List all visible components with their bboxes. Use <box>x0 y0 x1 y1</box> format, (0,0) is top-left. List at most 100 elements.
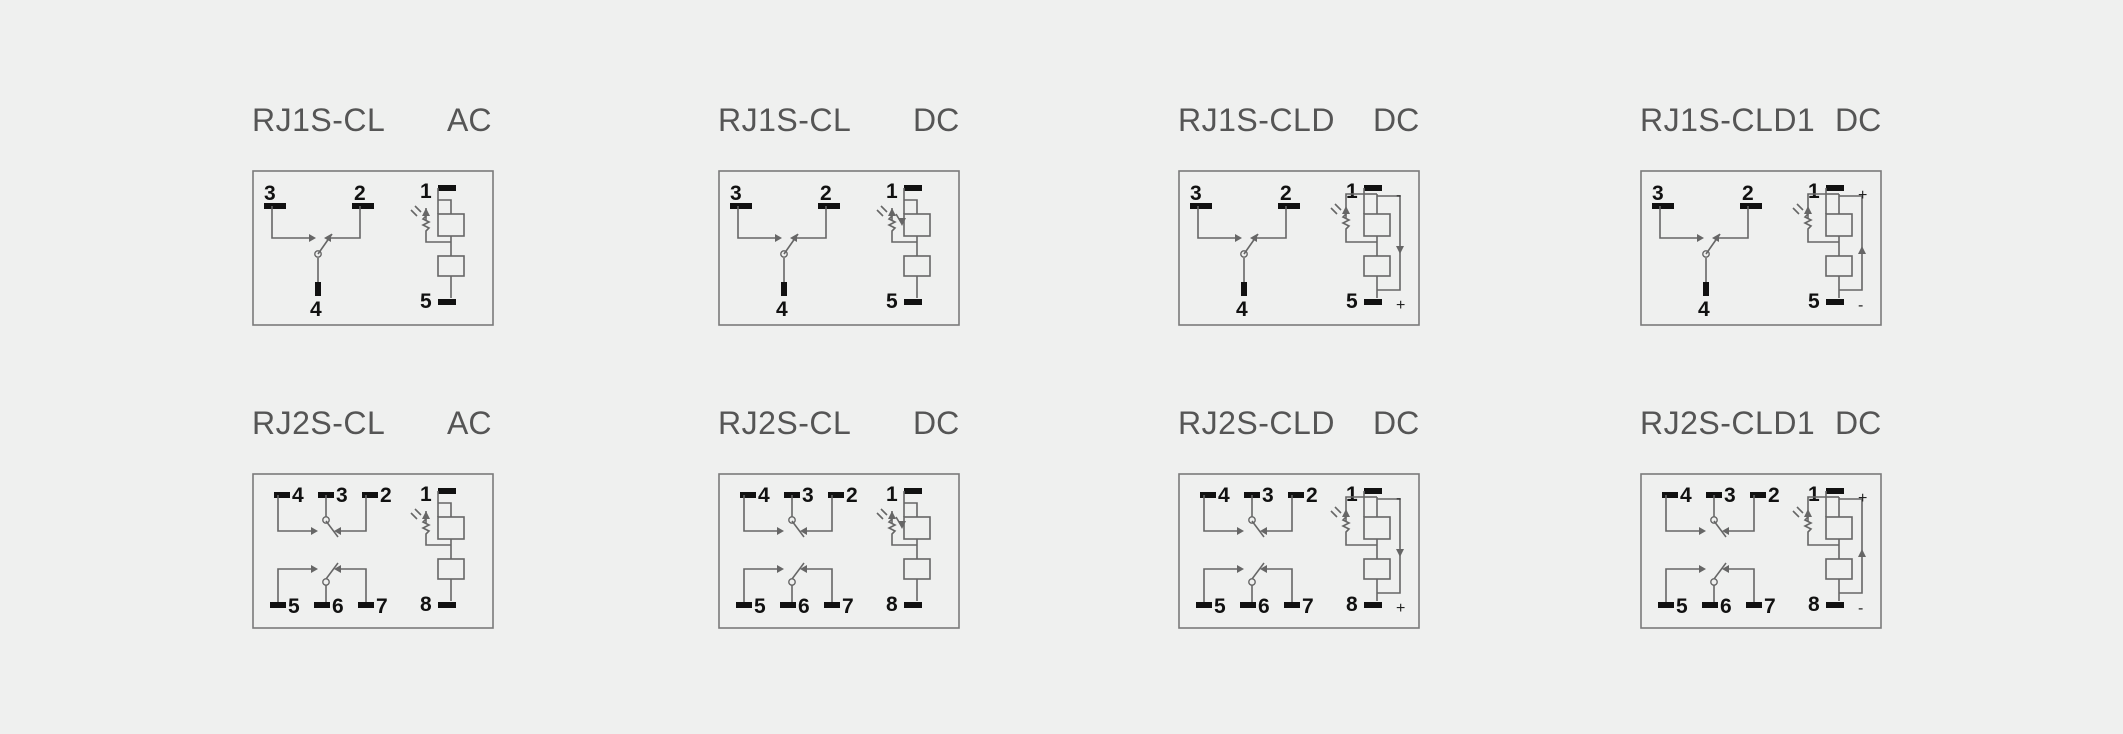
box-border <box>718 170 960 326</box>
box-border <box>718 473 960 629</box>
wire <box>1203 495 1240 532</box>
coil-pin-terminal <box>1826 488 1844 494</box>
coil-pin-label: 8 <box>1808 593 1820 616</box>
contact-arrow <box>1712 234 1719 242</box>
contact-pin-label: 4 <box>1236 298 1248 321</box>
coil-symbol <box>903 516 931 540</box>
coil-pin-terminal <box>1826 185 1844 191</box>
led-ray <box>1792 207 1800 215</box>
contact-pin-label: 4 <box>1698 298 1710 321</box>
contact-arrow <box>777 527 784 535</box>
model-label: RJ2S-CLD1 <box>1640 405 1816 441</box>
contact-pin-terminal <box>315 282 321 296</box>
wire <box>1807 234 1839 243</box>
contact-arrow <box>1260 565 1267 573</box>
contact-pin-label: 2 <box>846 484 858 507</box>
led-ray <box>1796 203 1804 211</box>
contact-arrow <box>777 565 784 573</box>
wire <box>438 199 452 214</box>
contact-arrow <box>311 565 318 573</box>
contact-arrow <box>1699 527 1706 535</box>
pivot-symbol <box>314 250 322 258</box>
led-arrow <box>422 208 430 216</box>
wire <box>1197 206 1238 239</box>
pivot-symbol <box>1702 250 1710 258</box>
led-ray <box>414 508 422 516</box>
diode-arrow <box>1396 549 1404 557</box>
contact-pin-label: 4 <box>1680 484 1692 507</box>
box-border <box>1178 170 1420 326</box>
model-label: RJ2S-CL <box>252 405 386 441</box>
contact-pin-terminal <box>1662 492 1678 498</box>
contact-pin-label: 4 <box>310 298 322 321</box>
contact-pin-terminal <box>824 602 840 608</box>
switch-blade <box>1251 562 1265 580</box>
contact-pin-label: 2 <box>354 182 366 205</box>
contact-pin-label: 2 <box>1768 484 1780 507</box>
wire <box>904 199 918 214</box>
contact-pin-terminal <box>828 492 844 498</box>
coil-pin-terminal <box>438 185 456 191</box>
wire <box>1254 206 1287 239</box>
wire <box>804 568 833 605</box>
contact-arrow <box>1699 565 1706 573</box>
switch-blade <box>1705 233 1721 255</box>
supply-type-label: AC <box>447 405 492 441</box>
polarity-sign: + <box>1858 490 1867 507</box>
wire <box>891 539 917 546</box>
model-label: RJ1S-CLD <box>1178 102 1335 138</box>
led-ray <box>876 209 884 217</box>
coil-symbol <box>1363 516 1391 540</box>
contact-pin-label: 3 <box>264 182 276 205</box>
supply-type-label: DC <box>913 102 960 138</box>
diode-arrow <box>1858 246 1866 254</box>
coil-pin-terminal <box>1364 299 1382 305</box>
coil-pin-terminal <box>904 185 922 191</box>
led-arrow <box>422 511 430 519</box>
contact-pin-label: 4 <box>292 484 304 507</box>
contact-pin-terminal <box>1241 282 1247 296</box>
wire <box>1345 193 1364 206</box>
led-arrow <box>1804 206 1812 214</box>
coil-symbol <box>1363 255 1391 277</box>
pivot-symbol <box>322 516 330 524</box>
contact-arrow <box>309 234 316 242</box>
contact-pin-terminal <box>314 602 330 608</box>
coil-pin-label: 5 <box>1808 290 1820 313</box>
contact-arrow <box>324 234 331 242</box>
contact-pin-terminal <box>1240 602 1256 608</box>
coil-pin-label: 5 <box>886 290 898 313</box>
wire <box>328 206 361 239</box>
led-ray <box>414 205 422 213</box>
coil-pin-terminal <box>904 299 922 305</box>
wire <box>1345 496 1364 509</box>
wire <box>1726 568 1755 605</box>
contact-pin-terminal <box>781 282 787 296</box>
model-label: RJ2S-CLD <box>1178 405 1335 441</box>
box-border <box>252 473 494 629</box>
coil-pin-terminal <box>438 602 456 608</box>
model-label: RJ1S-CLD1 <box>1640 102 1816 138</box>
led-ray <box>1330 207 1338 215</box>
contact-pin-label: 5 <box>754 595 766 618</box>
coil-pin-label: 1 <box>1346 483 1358 506</box>
wire <box>1377 195 1401 291</box>
contact-pin-terminal <box>780 602 796 608</box>
box-border <box>252 170 494 326</box>
coil-pin-label: 1 <box>420 180 432 203</box>
contact-arrow <box>1250 234 1257 242</box>
contact-arrow <box>775 234 782 242</box>
led-ray <box>1334 506 1342 514</box>
contact-arrow <box>1235 234 1242 242</box>
switch-blade <box>1243 233 1259 255</box>
coil-pin-label: 8 <box>1346 593 1358 616</box>
contact-pin-terminal <box>1703 282 1709 296</box>
box-border <box>1640 170 1882 326</box>
coil-symbol <box>1363 558 1391 580</box>
